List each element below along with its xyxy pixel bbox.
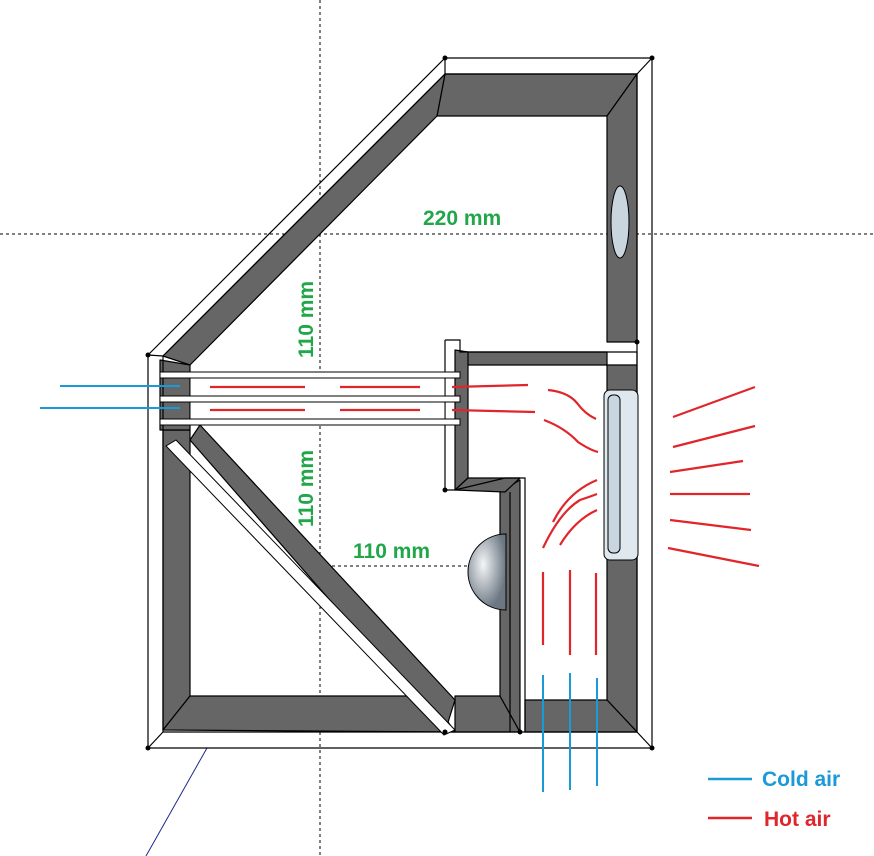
hot-air-exhaust-line [669,459,744,474]
hot-air-lines [210,383,760,655]
rod-channel-lower [189,401,446,420]
rod-bottom [159,418,461,426]
outline-corner-right [636,57,653,75]
rod-middle [159,395,461,403]
diagonal-brace [189,424,456,733]
lamp-dome [467,533,507,611]
vertex-dots [145,55,655,751]
hot-air-curve [559,508,598,546]
legend: Cold air Hot air [708,768,840,831]
dimension-lamp-offset: 110 mm [353,540,430,563]
dimension-top-width: 220 mm [423,207,501,230]
vertex-dot [442,729,448,735]
hot-air-curve [542,492,598,549]
legend-cold-label: Cold air [762,768,840,791]
outline-corner-left [147,354,164,357]
rod-top [159,371,461,379]
lamp-dome-shape [467,533,507,611]
rod-channel-upper [189,377,446,397]
hot-air-chamber-line [451,383,529,389]
vertex-dot [649,745,655,751]
vertex-dot [634,339,640,345]
vertex-dot [442,487,448,493]
hot-air-exhaust-line [672,424,756,449]
hot-air-curve [547,388,597,421]
hot-air-curve [552,478,598,523]
rod-assembly [159,371,461,426]
left-wall [162,429,191,731]
hot-air-exhaust-line [667,546,760,568]
hot-air-chamber-line [451,408,536,414]
outline-corner-bottom-left [147,731,164,749]
vent-port [610,185,630,259]
cold-air-lines [40,385,598,792]
outer-outline [147,57,653,749]
vertex-dot [145,745,151,751]
vertex-dot [649,55,655,61]
hot-air-exhaust-line [669,518,752,532]
legend-hot-label: Hot air [764,808,831,831]
hot-air-curve [543,418,599,454]
hot-air-exhaust-line [672,385,756,419]
top-wall [436,73,638,117]
vertex-dot [517,729,523,735]
chamber-outline [445,339,638,365]
chamber-top-wall [459,351,608,366]
vertex-dot [442,55,448,61]
perspective-axis-line [145,747,208,856]
outline-corner-bottom-right [636,731,653,749]
diagonal-brace-strip [165,439,456,736]
dimension-upper-height: 110 mm [295,281,318,358]
chamber-inner-outline [444,340,526,732]
vent-panel-inner [607,394,621,554]
vertex-dot [145,352,151,358]
dimension-lower-height: 110 mm [295,450,318,527]
